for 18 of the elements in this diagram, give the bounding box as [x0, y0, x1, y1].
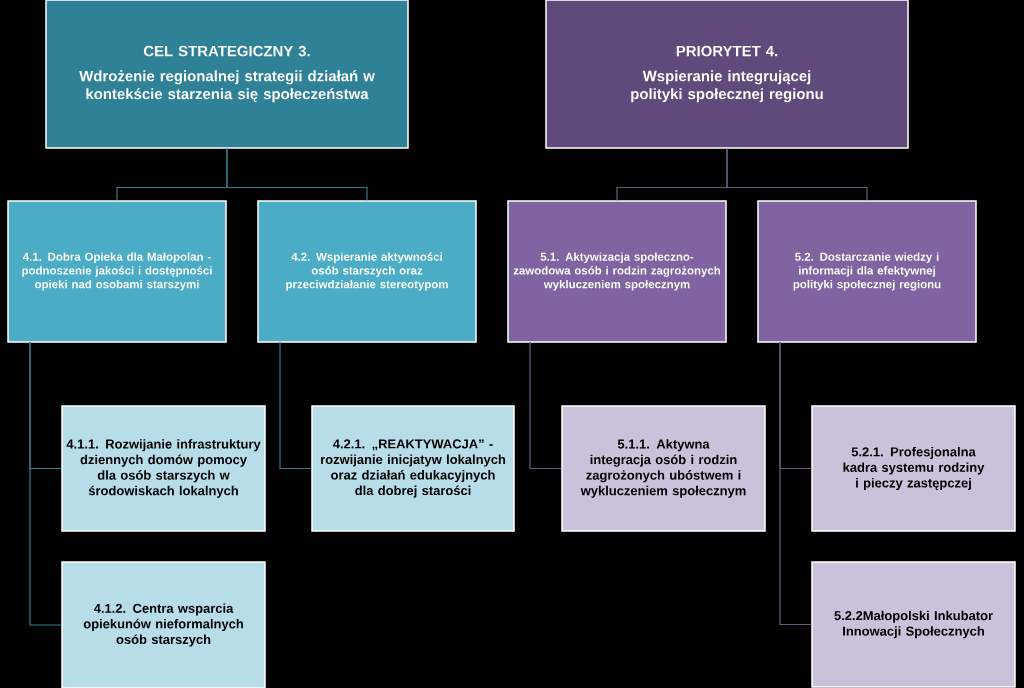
task-box: 4.2.1. „REAKTYWACJA” - rozwijanie inicjatyw lokalnych oraz działań edukacyjnych dla dobrej starości — [311, 405, 515, 532]
connector-line — [279, 341, 312, 470]
measure-box: 4.2. Wspieranie aktywności osób starszych oraz przeciwdziałanie stereotypom — [257, 200, 477, 343]
connector-line — [29, 341, 62, 626]
task-box: 5.2.1. Profesjonalna kadra systemu rodziny i pieczy zastępczej — [811, 405, 1016, 532]
task-box: 5.1.1. Aktywna integracja osób i rodzin zagrożonych ubóstwem i wykluczeniem społecznym — [561, 405, 766, 532]
connector-line — [726, 148, 868, 201]
task-box: 4.1.2. Centra wsparcia opiekunów nieformalnych osób starszych — [61, 561, 266, 688]
strategy-box: CEL STRATEGICZNY 3. Wdrożenie regionalnej strategii działań w kontekście starzenia się społeczeństwa — [45, 0, 409, 149]
connector-line — [779, 341, 812, 626]
connector-line — [226, 148, 368, 201]
measure-box: 4.1. Dobra Opieka dla Małopolan - podnoszenie jakości i dostępności opieki nad osobami starszymi — [7, 200, 227, 343]
priority-box: PRIORYTET 4. Wspieranie integrującej polityki społecznej regionu — [545, 0, 909, 149]
measure-box: 5.2. Dostarczanie wiedzy i informacji dla efektywnej polityki społecznej regionu — [757, 200, 977, 343]
connector-line — [529, 341, 562, 470]
task-box: 5.2.2Małopolski Inkubator Innowacji Społecznych — [811, 561, 1016, 688]
measure-box: 5.1. Aktywizacja społeczno- zawodowa osób i rodzin zagrożonych wykluczeniem społecznym — [507, 200, 727, 343]
task-box: 4.1.1. Rozwijanie infrastruktury dziennych domów pomocy dla osób starszych w środowiskach lokalnych — [61, 405, 266, 532]
